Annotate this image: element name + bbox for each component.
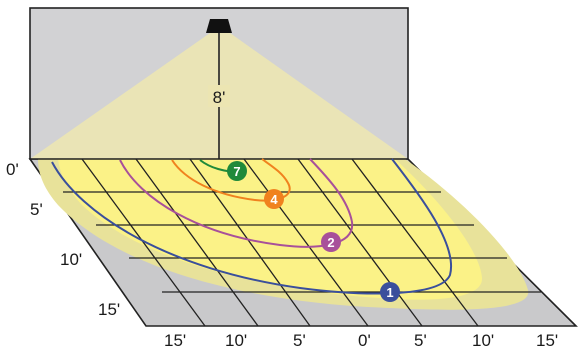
depth-label-15: 15' bbox=[98, 300, 120, 319]
svg-text:7: 7 bbox=[233, 164, 240, 179]
contour-marker-1: 1 bbox=[380, 282, 400, 302]
contour-marker-4: 4 bbox=[264, 189, 284, 209]
svg-text:1: 1 bbox=[386, 285, 393, 300]
width-label-center-0: 0' bbox=[358, 331, 371, 350]
contour-marker-2: 2 bbox=[321, 232, 341, 252]
mounting-height-label: 8' bbox=[213, 88, 226, 107]
svg-text:2: 2 bbox=[327, 235, 334, 250]
width-label-left-5: 5' bbox=[293, 331, 306, 350]
depth-label-10: 10' bbox=[60, 250, 82, 269]
width-label-left-15: 15' bbox=[164, 331, 186, 350]
contour-marker-7: 7 bbox=[227, 161, 247, 181]
floor-grid bbox=[63, 158, 541, 327]
width-label-left-10: 10' bbox=[225, 331, 247, 350]
svg-text:4: 4 bbox=[270, 192, 278, 207]
width-label-right-5: 5' bbox=[414, 331, 427, 350]
width-label-right-15: 15' bbox=[536, 331, 558, 350]
depth-label-0: 0' bbox=[6, 160, 19, 179]
contour-line-1 bbox=[51, 158, 453, 295]
width-label-right-10: 10' bbox=[472, 331, 494, 350]
depth-label-5: 5' bbox=[30, 200, 43, 219]
contour-line-2 bbox=[119, 158, 354, 248]
light-fixture-icon bbox=[206, 19, 232, 33]
